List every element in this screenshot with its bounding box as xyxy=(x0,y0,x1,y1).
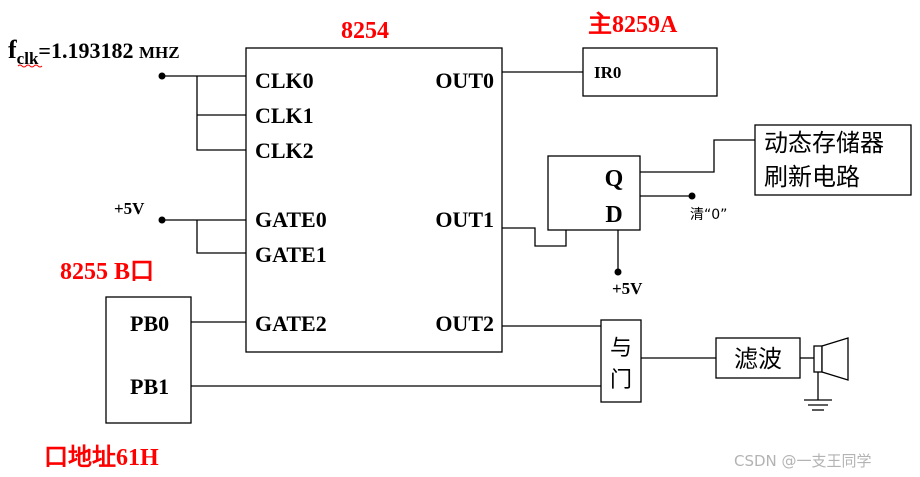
and-gate-body xyxy=(600,319,642,403)
pin-gate1: GATE1 xyxy=(255,242,327,267)
fclk-unit: MHZ xyxy=(139,43,180,62)
pin-pb0: PB0 xyxy=(130,311,169,336)
pin-gate0: GATE0 xyxy=(255,207,327,232)
clear-label: 清“0” xyxy=(690,207,727,223)
pin-clk2: CLK2 xyxy=(255,138,314,163)
ff-vcc-terminal xyxy=(614,268,622,276)
pin-gate2: GATE2 xyxy=(255,311,327,336)
speaker-icon xyxy=(821,337,849,381)
flipflop-q: Q xyxy=(605,166,624,192)
refresh-line1: 动态存储器 xyxy=(764,129,884,157)
ff-vcc-label: +5V xyxy=(612,279,643,298)
fclk-f: f xyxy=(8,35,17,64)
pin-out0: OUT0 xyxy=(435,68,494,93)
pin-clk1: CLK1 xyxy=(255,103,314,128)
pin-clk0: CLK0 xyxy=(255,68,314,93)
ppi-8255-title: 8255 B口 xyxy=(60,259,154,285)
ppi-8255-body xyxy=(105,296,192,424)
pic-8259-body xyxy=(582,47,718,97)
flipflop-body xyxy=(547,155,641,231)
refresh-line2: 刷新电路 xyxy=(764,163,860,191)
ppi-8255-address: 口地址61H xyxy=(44,444,159,471)
pin-out1: OUT1 xyxy=(435,207,494,232)
wire-out1-clock xyxy=(502,227,567,247)
speaker-magnet xyxy=(813,345,823,373)
and-gate-line1: 与 xyxy=(610,336,632,361)
wire-q-refresh xyxy=(640,139,755,173)
wire-clk2 xyxy=(196,76,246,151)
flipflop-d: D xyxy=(605,202,622,228)
spellcheck-underline xyxy=(17,64,43,68)
vcc-label-gates: +5V xyxy=(114,199,145,218)
chip-8254-title: 8254 xyxy=(341,18,389,44)
fclk-subscript: clk xyxy=(17,49,39,68)
fclk-value: =1.193182 xyxy=(38,38,139,63)
chip-8254-body xyxy=(245,47,503,353)
clear-terminal xyxy=(688,192,696,200)
filter-label: 滤波 xyxy=(734,345,782,373)
pic-8259-title: 主8259A xyxy=(588,11,678,38)
wire-gate1 xyxy=(196,220,246,254)
and-gate-line2: 门 xyxy=(610,368,632,393)
watermark: CSDN @一支王同学 xyxy=(734,452,872,470)
filter-box xyxy=(715,337,801,379)
pin-pb1: PB1 xyxy=(130,374,169,399)
fclk-label: fclk=1.193182 MHZ xyxy=(8,35,180,68)
refresh-circuit-box xyxy=(754,124,912,196)
pin-out2: OUT2 xyxy=(435,311,494,336)
pin-ir0: IR0 xyxy=(594,63,621,82)
